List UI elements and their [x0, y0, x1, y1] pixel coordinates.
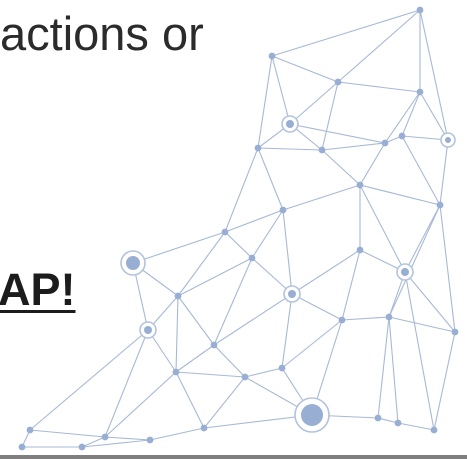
headline-text: actions or [0, 7, 204, 60]
link-text[interactable]: AP! [0, 264, 76, 315]
bottom-divider [0, 455, 467, 459]
